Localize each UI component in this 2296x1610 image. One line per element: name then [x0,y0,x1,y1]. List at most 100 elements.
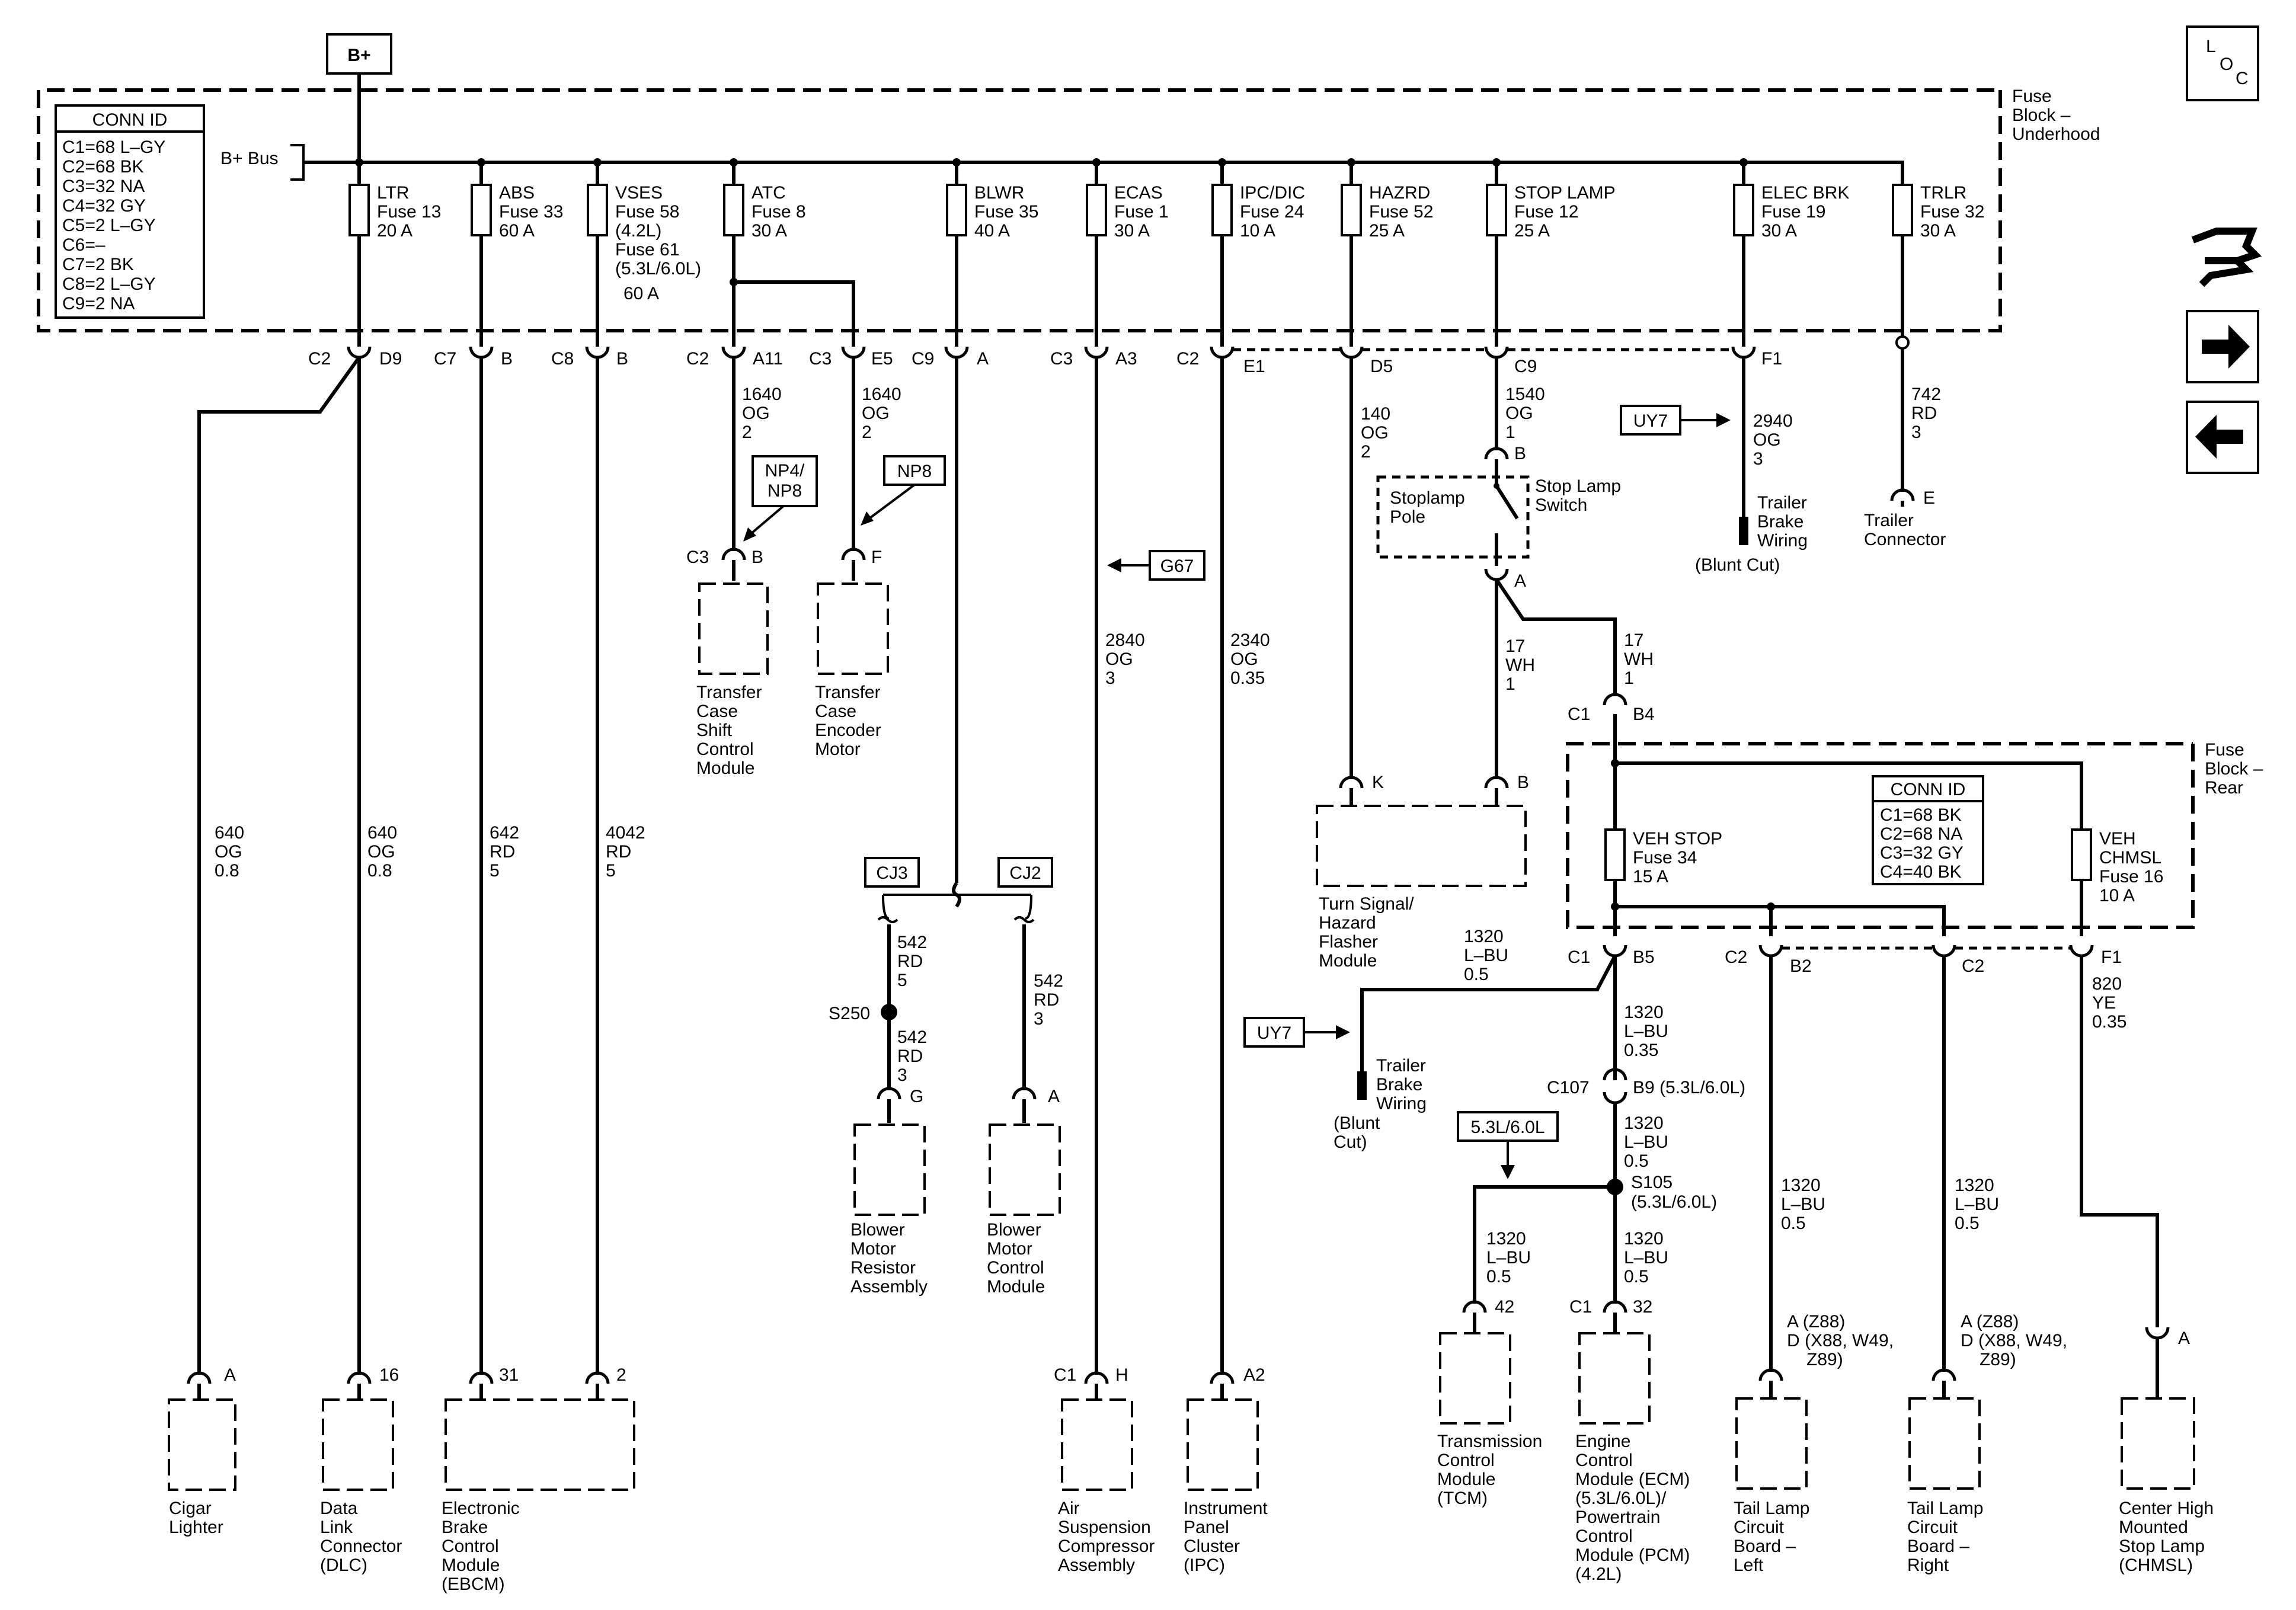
svg-text:Assembly: Assembly [850,1277,928,1297]
svg-text:L–BU: L–BU [1464,946,1508,965]
svg-text:2840: 2840 [1105,630,1145,650]
svg-text:Motor: Motor [987,1239,1032,1259]
svg-text:TRLR: TRLR [1920,183,1966,203]
svg-text:Right: Right [1907,1555,1949,1575]
svg-text:Module: Module [1319,951,1377,971]
svg-text:Stoplamp: Stoplamp [1390,488,1465,508]
svg-text:17: 17 [1505,636,1525,656]
svg-text:C2=68 BK: C2=68 BK [62,157,144,177]
loc-icon[interactable]: L O C [2186,25,2259,101]
svg-text:Data: Data [320,1499,358,1518]
previous-page-icon[interactable] [2186,401,2259,474]
svg-text:3: 3 [1753,449,1763,469]
svg-text:Cigar: Cigar [169,1499,212,1518]
svg-text:A: A [1514,571,1526,591]
svg-text:542: 542 [897,933,927,952]
svg-text:L–BU: L–BU [1486,1248,1531,1267]
svg-text:Fuse: Fuse [2205,740,2244,760]
svg-text:C107: C107 [1547,1078,1590,1097]
svg-text:Flasher: Flasher [1319,932,1378,952]
circuit-tail-lamp-left: 1320 L–BU 0.5 A (Z88) D (X88, W49, Z89) … [1734,956,1894,1575]
svg-text:2: 2 [1361,442,1371,462]
svg-text:4042: 4042 [606,823,645,843]
circuit-transfer-case-encoder: 1640 OG 2 NP8 F Transfer Case Encoder Mo… [815,357,946,759]
connector-tool-icon[interactable] [2191,228,2262,287]
svg-text:L–BU: L–BU [1955,1195,1999,1214]
svg-text:0.5: 0.5 [1955,1214,1980,1233]
svg-text:Pole: Pole [1390,507,1425,527]
svg-text:2340: 2340 [1230,630,1270,650]
svg-text:Fuse 34: Fuse 34 [1633,848,1697,868]
svg-text:BLWR: BLWR [974,183,1024,203]
svg-text:Control: Control [1575,1451,1633,1470]
svg-text:B: B [616,349,628,369]
svg-text:542: 542 [897,1028,927,1047]
svg-text:60 A: 60 A [499,221,535,241]
ref-cj3[interactable]: CJ3 [864,857,920,888]
svg-text:30 A: 30 A [1761,221,1797,241]
svg-text:(4.2L): (4.2L) [1575,1564,1622,1584]
svg-text:A (Z88): A (Z88) [1961,1312,2019,1331]
ref-np4-np8[interactable]: NP4/ NP8 [752,455,818,507]
svg-text:Fuse 33: Fuse 33 [499,202,563,222]
svg-text:IPC/DIC: IPC/DIC [1240,183,1305,203]
svg-text:Fuse: Fuse [2012,87,2052,106]
svg-text:Transfer: Transfer [815,683,881,702]
svg-text:2: 2 [862,422,872,442]
fuse-blwr: BLWR Fuse 35 40 A [946,158,1038,347]
svg-text:0.5: 0.5 [1464,965,1489,984]
svg-text:Motor: Motor [815,740,861,759]
svg-text:E5: E5 [871,349,893,369]
svg-text:K: K [1372,773,1384,792]
ref-uy7-top[interactable]: UY7 [1620,405,1681,436]
svg-text:Blower: Blower [850,1220,905,1240]
svg-text:D (X88, W49,: D (X88, W49, [1787,1331,1894,1350]
svg-text:Module: Module [987,1277,1045,1297]
svg-text:1640: 1640 [862,385,901,404]
svg-text:RD: RD [897,952,923,971]
svg-text:Fuse 19: Fuse 19 [1761,202,1825,222]
svg-text:Stop Lamp: Stop Lamp [2119,1537,2205,1556]
bplus-bus: B+ Bus [220,144,1902,181]
next-page-icon[interactable] [2186,310,2259,383]
svg-text:OG: OG [1105,649,1133,669]
ref-uy7-rear[interactable]: UY7 [1243,1017,1305,1048]
circuit-air-suspension: G67 2840 OG 3 C1 H Air Suspension Compre… [1054,357,1205,1575]
svg-text:(DLC): (DLC) [320,1555,367,1575]
svg-text:VEH: VEH [2099,829,2136,849]
svg-text:Fuse 32: Fuse 32 [1920,202,1984,222]
svg-text:642: 642 [490,823,519,843]
svg-text:1540: 1540 [1505,385,1545,404]
svg-text:Control: Control [442,1537,499,1556]
svg-text:Wiring: Wiring [1757,531,1808,550]
ref-g67[interactable]: G67 [1149,550,1205,581]
svg-text:G67: G67 [1160,556,1194,576]
svg-text:A3: A3 [1115,349,1137,369]
svg-text:C2: C2 [1725,948,1747,967]
svg-text:UY7: UY7 [1257,1023,1291,1043]
svg-text:RD: RD [897,1046,923,1066]
ref-cj2[interactable]: CJ2 [997,857,1053,888]
svg-text:A (Z88): A (Z88) [1787,1312,1845,1331]
svg-text:Connector: Connector [1864,530,1946,549]
svg-text:Encoder: Encoder [815,721,881,740]
svg-text:Wiring: Wiring [1376,1094,1427,1113]
svg-text:CJ3: CJ3 [876,863,907,883]
svg-text:G: G [910,1087,923,1106]
svg-text:Case: Case [815,702,856,721]
ref-np8[interactable]: NP8 [883,455,946,486]
svg-text:Suspension: Suspension [1058,1518,1151,1537]
svg-text:(5.3L/6.0L): (5.3L/6.0L) [1631,1192,1717,1212]
svg-text:C2: C2 [308,349,331,369]
svg-text:Air: Air [1058,1499,1080,1518]
svg-text:Module: Module [1437,1470,1495,1489]
circuit-transfer-case-shift: 1640 OG 2 NP4/ NP8 C3 B Transfer Case Sh… [686,357,818,778]
svg-text:CONN ID: CONN ID [92,110,168,130]
svg-text:140: 140 [1361,404,1390,424]
svg-text:2940: 2940 [1753,411,1793,431]
svg-text:0.8: 0.8 [215,861,239,881]
svg-text:Trailer: Trailer [1864,511,1914,530]
circuit-stop-lamp-switch: 1540 OG 1 B Stoplamp Pole Stop Lamp Swit… [1376,357,1655,779]
ref-engine-5-3l-6-0l[interactable]: 5.3L/6.0L [1457,1111,1559,1142]
svg-text:F1: F1 [1761,349,1782,369]
